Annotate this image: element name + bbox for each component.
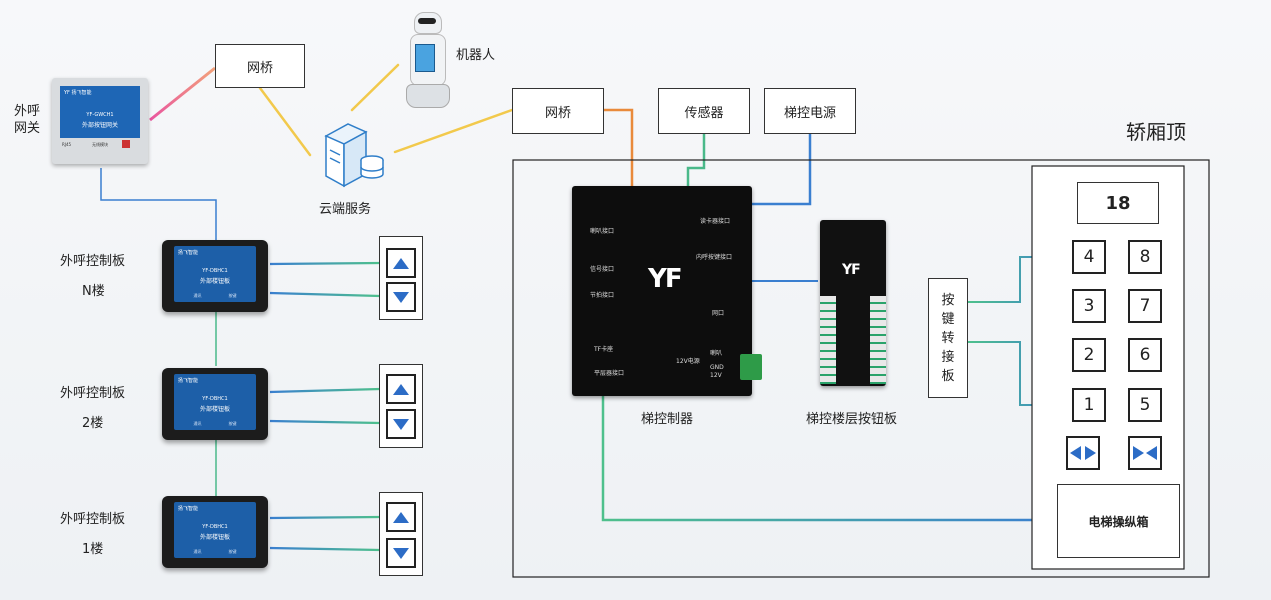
controller-2-label: 外呼控制板: [60, 386, 126, 401]
door-close-icon: [1133, 446, 1157, 460]
port-label: 平层器接口: [594, 370, 625, 377]
floor-button-5[interactable]: 5: [1128, 388, 1162, 422]
adapter-char: 板: [941, 368, 955, 384]
controller-1-floor: 1楼: [82, 542, 104, 557]
controller-n-label: 外呼控制板: [60, 254, 126, 269]
yf-logo: YF: [648, 264, 683, 294]
controller-name: 外部楼钮板: [199, 534, 230, 541]
gateway-brand: YF 扬飞智能: [64, 90, 92, 96]
gateway-terminal: [122, 140, 130, 148]
port-label: 喇叭: [710, 350, 723, 357]
gateway-label: 外呼 网关: [14, 104, 41, 136]
floor-button-2[interactable]: 2: [1072, 338, 1106, 372]
floor-button-3[interactable]: 3: [1072, 289, 1106, 323]
controller-model: YF-DBHC1: [202, 396, 228, 402]
door-close-button[interactable]: [1128, 436, 1162, 470]
port-label: TF卡座: [594, 346, 614, 353]
port-label: 信号接口: [590, 266, 615, 273]
terminal-strip-right: [870, 296, 886, 384]
controller-2-floor: 2楼: [82, 416, 104, 431]
up-arrow-icon: [393, 383, 409, 395]
port-label: GND: [710, 364, 724, 371]
port-label: 12V: [710, 372, 722, 379]
cloud-label: 云端服务: [319, 202, 372, 217]
controller-name: 外部楼钮板: [199, 406, 230, 413]
power-terminal: [740, 354, 762, 380]
floor-button-1[interactable]: 1: [1072, 388, 1106, 422]
bridge-mid: 网桥: [512, 88, 604, 134]
controller-brand: 扬飞智能: [178, 506, 199, 512]
cloud-server-icon: [318, 118, 388, 188]
gateway-port1: RJ45: [62, 142, 72, 147]
port-label: 网口: [712, 310, 725, 317]
port-label: 喇叭接口: [590, 228, 615, 235]
power-box: 梯控电源: [764, 88, 856, 134]
door-open-button[interactable]: [1066, 436, 1100, 470]
controller-brand: 扬飞智能: [178, 250, 199, 256]
adapter-char: 键: [941, 311, 955, 327]
controller-b2: 按键: [228, 421, 237, 426]
floor-button-4[interactable]: 4: [1072, 240, 1106, 274]
controller-model: YF-DBHC1: [202, 524, 228, 530]
up-arrow-icon: [393, 257, 409, 269]
down-arrow-icon: [393, 291, 409, 303]
floor-button-7[interactable]: 7: [1128, 289, 1162, 323]
up-arrow-icon: [393, 511, 409, 523]
controller-model: YF-DBHC1: [202, 268, 228, 274]
down-call-button[interactable]: [386, 538, 416, 568]
up-call-button[interactable]: [386, 374, 416, 404]
controller-b1: 通讯: [193, 293, 202, 298]
bridge-top: 网桥: [215, 44, 305, 88]
controller-1-label: 外呼控制板: [60, 512, 126, 527]
port-label: 读卡器接口: [700, 218, 731, 225]
outer-controller-2: 扬飞智能 YF-DBHC1 外部楼钮板通讯 按键: [162, 368, 268, 440]
floor-board-caption: 梯控楼层按钮板: [806, 412, 898, 427]
cabin-title: 轿厢顶: [1126, 120, 1186, 144]
call-buttons-1: [379, 492, 423, 576]
door-open-icon: [1070, 446, 1096, 460]
gateway-device: YF 扬飞智能 YF-GWCH1 外部按钮网关 RJ45 无线模块: [52, 78, 148, 164]
outer-controller-n: 扬飞智能 YF-DBHC1 外部楼钮板通讯 按键: [162, 240, 268, 312]
controller-n-floor: N楼: [82, 284, 105, 299]
adapter-board: 按 键 转 接 板: [928, 278, 968, 398]
down-arrow-icon: [393, 418, 409, 430]
port-label: 节拍接口: [590, 292, 615, 299]
gateway-port2: 无线模块: [92, 142, 108, 147]
adapter-char: 转: [941, 330, 955, 346]
controller-b1: 通讯: [193, 421, 202, 426]
robot-label: 机器人: [456, 48, 496, 63]
call-buttons-n: [379, 236, 423, 320]
operation-box: 电梯操纵箱: [1057, 484, 1180, 558]
up-call-button[interactable]: [386, 248, 416, 278]
floor-button-8[interactable]: 8: [1128, 240, 1162, 274]
gateway-name: 外部按钮网关: [81, 122, 118, 129]
floor-display: 18: [1077, 182, 1159, 224]
up-call-button[interactable]: [386, 502, 416, 532]
call-buttons-2: [379, 364, 423, 448]
controller-name: 外部楼钮板: [199, 278, 230, 285]
adapter-char: 按: [941, 292, 955, 308]
port-label: 12V电源: [676, 358, 700, 365]
outer-controller-1: 扬飞智能 YF-DBHC1 外部楼钮板通讯 按键: [162, 496, 268, 568]
yf-logo: YF: [842, 262, 861, 278]
floor-button-6[interactable]: 6: [1128, 338, 1162, 372]
gateway-face: YF 扬飞智能 YF-GWCH1 外部按钮网关: [60, 86, 140, 138]
terminal-strip-left: [820, 296, 836, 384]
elevator-controller-board: YF 喇叭接口 信号接口 节拍接口 TF卡座 平层器接口 读卡器接口 内呼按键接…: [572, 186, 762, 396]
adapter-char: 接: [941, 349, 955, 365]
down-call-button[interactable]: [386, 282, 416, 312]
port-label: 内呼按键接口: [696, 254, 733, 261]
controller-b2: 按键: [228, 549, 237, 554]
down-arrow-icon: [393, 547, 409, 559]
robot-icon: [402, 12, 452, 108]
gateway-model: YF-GWCH1: [86, 112, 114, 118]
controller-caption: 梯控制器: [641, 412, 694, 427]
down-call-button[interactable]: [386, 409, 416, 439]
sensor-box: 传感器: [658, 88, 750, 134]
controller-b2: 按键: [228, 293, 237, 298]
controller-brand: 扬飞智能: [178, 378, 199, 384]
controller-b1: 通讯: [193, 549, 202, 554]
floor-button-board: YF: [820, 220, 886, 386]
